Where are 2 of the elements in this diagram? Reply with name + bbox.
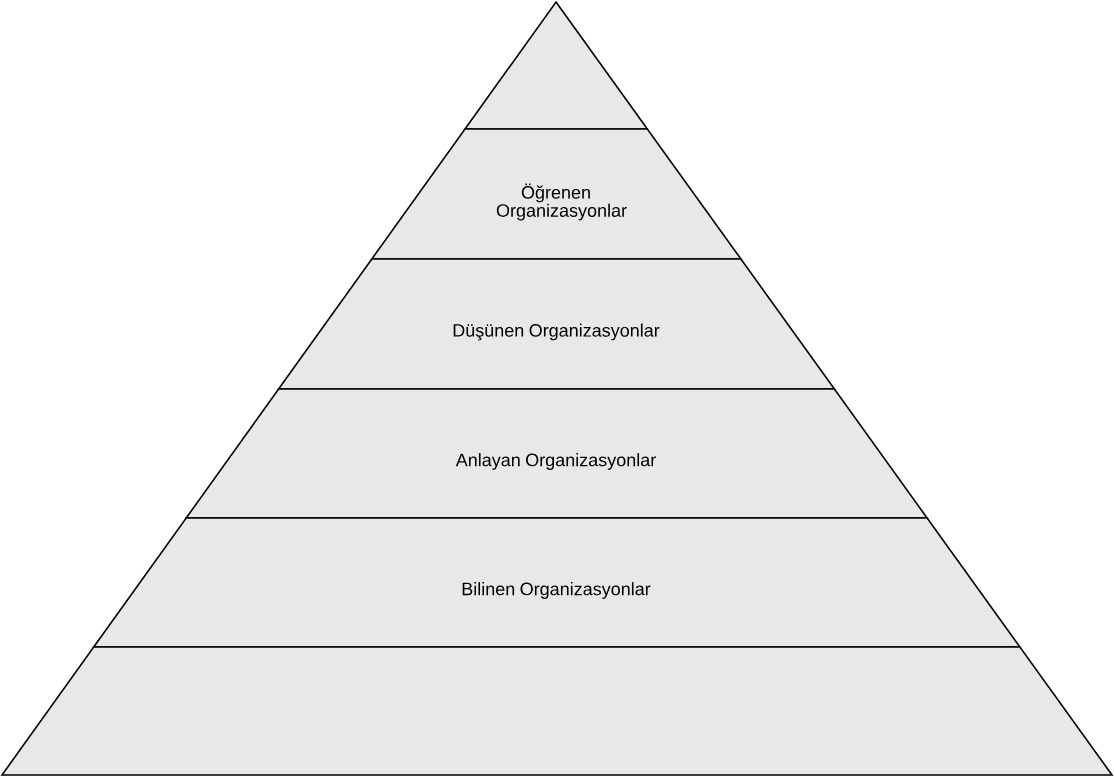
pyramid-band: Düşünen Organizasyonlar (277, 258, 836, 390)
pyramid-band: Bilinen Organizasyonlar (92, 517, 1022, 648)
